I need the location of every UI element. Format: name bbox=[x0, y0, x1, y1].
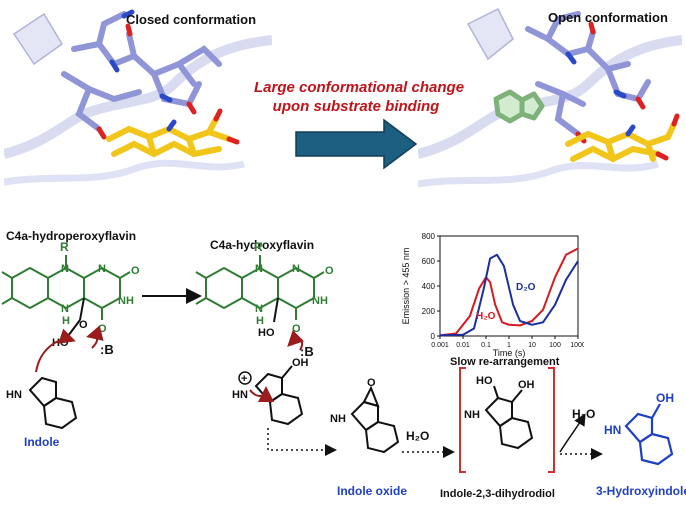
flavin-1-H: H bbox=[62, 315, 70, 327]
c4a-hydroperoxyflavin-label: C4a-hydroperoxyflavin bbox=[6, 229, 137, 243]
diol-NH: NH bbox=[464, 409, 480, 421]
x-axis-label: Time (s) bbox=[493, 348, 526, 358]
hydroxyindole-OH: OH bbox=[656, 391, 674, 405]
claim-line-2: upon substrate binding bbox=[272, 98, 440, 115]
closed-conformation-panel bbox=[2, 4, 273, 200]
open-structure-image bbox=[416, 4, 683, 200]
y-tick-label: 200 bbox=[422, 307, 436, 316]
cation-plus: + bbox=[241, 373, 247, 385]
hydroxyindole-HN: HN bbox=[604, 423, 621, 437]
legend-h2o: H₂O bbox=[476, 311, 496, 322]
conformational-change-arrow bbox=[295, 118, 418, 170]
indole-oxide-O: O bbox=[367, 377, 376, 389]
open-conformation-title: Open conformation bbox=[548, 10, 668, 25]
y-tick-label: 800 bbox=[422, 232, 436, 241]
indole-oxide-structure bbox=[350, 385, 400, 454]
flavin-1-N-top: N bbox=[61, 263, 69, 275]
open-conformation-panel bbox=[416, 4, 683, 200]
y-tick-label: 400 bbox=[422, 282, 436, 291]
base-2: :B bbox=[300, 344, 314, 359]
c4a-hydroxyflavin-label: C4a-hydroxyflavin bbox=[210, 238, 315, 252]
x-tick-label: 1 bbox=[507, 342, 511, 349]
closed-structure-image bbox=[2, 4, 273, 200]
flavin-1-N-bottom: N bbox=[61, 303, 69, 315]
diol-OH: OH bbox=[518, 379, 535, 391]
claim-line-1: Large conformational change bbox=[254, 79, 465, 96]
indole-diol-structure bbox=[484, 385, 534, 450]
water-2: H₂O bbox=[572, 407, 595, 421]
flavin-2-O-bottom: O bbox=[292, 323, 301, 335]
x-tick-label: 0.1 bbox=[481, 342, 491, 349]
x-tick-label: 0.001 bbox=[431, 342, 449, 349]
indole-diol-label: Indole-2,3-dihydrodiol bbox=[440, 488, 555, 500]
base-1: :B bbox=[100, 342, 114, 357]
series-line-1 bbox=[439, 253, 579, 337]
flavin-2-HO: HO bbox=[258, 327, 275, 339]
flavin-2-O-top: O bbox=[325, 265, 334, 277]
x-tick-label: 10 bbox=[528, 342, 536, 349]
intermediate-brackets bbox=[459, 367, 555, 473]
flavin-1-NH-right: NH bbox=[118, 295, 134, 307]
indole-HN: HN bbox=[6, 389, 22, 401]
legend-d2o: D₂O bbox=[516, 282, 536, 293]
x-tick-label: 100 bbox=[549, 342, 561, 349]
flavin-2-N-bottom: N bbox=[255, 303, 263, 315]
diol-HO: HO bbox=[476, 375, 493, 387]
x-tick-label: 1000 bbox=[570, 342, 584, 349]
flavin-1-O-bottom: O bbox=[98, 323, 107, 335]
y-tick-label: 0 bbox=[431, 332, 436, 341]
y-axis-label: Emission > 455 nm bbox=[401, 248, 411, 325]
flavin-1-O-top: O bbox=[131, 265, 140, 277]
y-tick-label: 600 bbox=[422, 257, 436, 266]
flavin-2-R: R bbox=[254, 240, 263, 254]
cation-OH: OH bbox=[292, 357, 309, 369]
hydroxyindole-label: 3-Hydroxyindole bbox=[596, 484, 686, 498]
flavin-2-NH-right: NH bbox=[312, 295, 328, 307]
indole-label: Indole bbox=[24, 435, 60, 449]
flavin-2-H: H bbox=[256, 315, 264, 327]
flavin-1-R: R bbox=[60, 240, 69, 254]
slow-rearrangement-label: Slow re-arrangement bbox=[450, 356, 560, 368]
arrow-shape bbox=[295, 118, 418, 170]
flavin-2-N-top: N bbox=[255, 263, 263, 275]
water-1: H₂O bbox=[406, 429, 429, 443]
indole-oxide-NH: NH bbox=[330, 413, 346, 425]
cation-HN: HN bbox=[232, 389, 248, 401]
indole-structure bbox=[28, 376, 78, 430]
flavin-2-N-right: N bbox=[292, 263, 300, 275]
closed-conformation-title: Closed conformation bbox=[126, 12, 257, 27]
indole-oxide-label: Indole oxide bbox=[337, 484, 408, 498]
series-line-0 bbox=[439, 247, 579, 337]
x-tick-label: 0.01 bbox=[456, 342, 470, 349]
stopped-flow-chart: 0 200 400 600 800 0.001 0.01 0.1 1 10 100 1000 Emi… bbox=[401, 232, 584, 358]
hydroperoxy-O: O bbox=[79, 319, 88, 331]
flavin-1-N-right: N bbox=[98, 263, 106, 275]
hydroxyindole-structure bbox=[624, 403, 674, 466]
reaction-scheme: R N N O NH O N H O HO :B HN R N N O NH O… bbox=[1, 240, 674, 473]
